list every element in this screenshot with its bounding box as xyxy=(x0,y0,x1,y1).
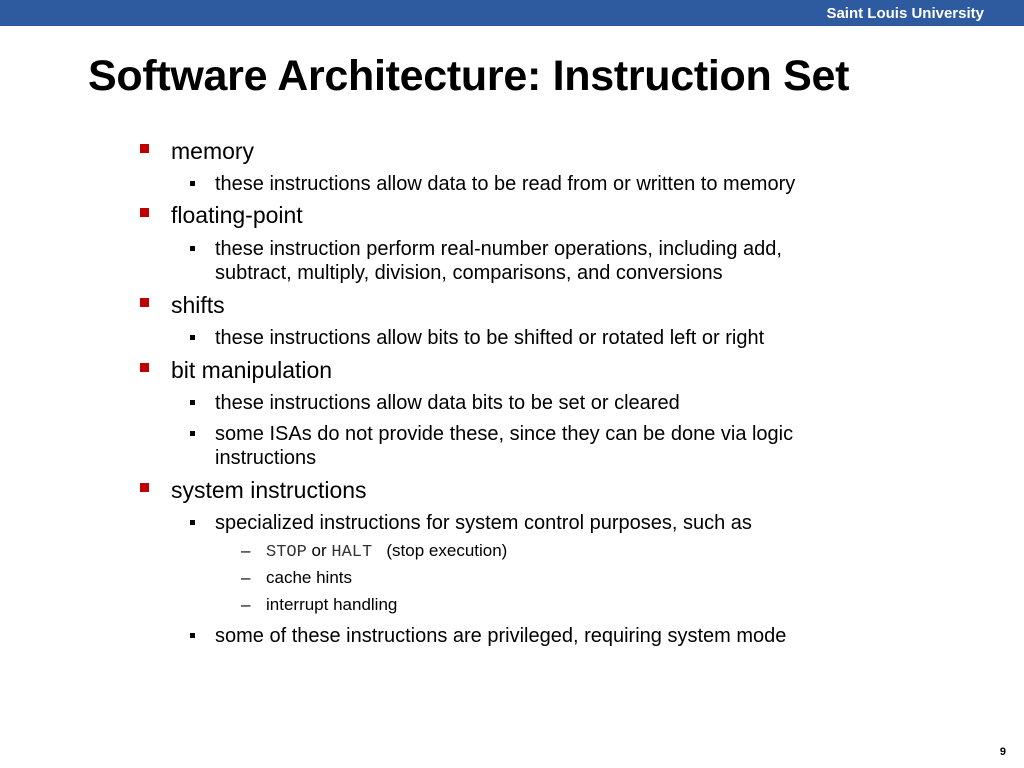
stop-note: (stop execution) xyxy=(386,541,508,560)
dash-item-text: interrupt handling xyxy=(266,595,398,614)
small-square-bullet-icon xyxy=(190,400,195,405)
bullet-text: memory xyxy=(171,138,255,164)
sub-bullet-text: these instruction perform real-number op… xyxy=(215,238,782,284)
sub-bullet-text: specialized instructions for system cont… xyxy=(215,512,752,534)
square-bullet-icon xyxy=(140,298,149,307)
small-square-bullet-icon xyxy=(190,633,195,638)
or-text: or xyxy=(311,541,327,560)
sub-bullet-text: some of these instructions are privilege… xyxy=(215,625,787,647)
sub-bullet-text: some ISAs do not provide these, since th… xyxy=(215,423,794,469)
dash-bullet-icon: – xyxy=(241,595,251,614)
dash-bullet-icon: – xyxy=(241,541,251,560)
square-bullet-icon xyxy=(140,363,149,372)
square-bullet-icon xyxy=(140,483,149,492)
stop-code: STOP xyxy=(266,543,307,562)
university-name: Saint Louis University xyxy=(826,5,984,22)
small-square-bullet-icon xyxy=(190,520,195,525)
dash-bullet-icon: – xyxy=(241,568,251,587)
small-square-bullet-icon xyxy=(190,246,195,251)
header-bar: Saint Louis University xyxy=(0,0,1024,26)
small-square-bullet-icon xyxy=(190,181,195,186)
bullet-text: bit manipulation xyxy=(171,357,333,383)
sub-bullet-text: these instructions allow data to be read… xyxy=(215,173,796,195)
square-bullet-icon xyxy=(140,144,149,153)
dash-item-text: STOP or HALT (stop execution) xyxy=(266,541,507,562)
halt-code: HALT xyxy=(331,543,373,562)
page-number: 9 xyxy=(999,746,1006,758)
small-square-bullet-icon xyxy=(190,431,195,436)
bullet-text: shifts xyxy=(171,292,225,318)
square-bullet-icon xyxy=(140,208,149,217)
dash-item-text: cache hints xyxy=(266,568,352,587)
sub-bullet-text: these instructions allow data bits to be… xyxy=(215,392,680,414)
small-square-bullet-icon xyxy=(190,335,195,340)
bullet-text: system instructions xyxy=(171,477,367,503)
sub-bullet-text: these instructions allow bits to be shif… xyxy=(215,327,765,349)
slide-title: Software Architecture: Instruction Set xyxy=(88,52,850,100)
bullet-text: floating-point xyxy=(171,202,303,228)
